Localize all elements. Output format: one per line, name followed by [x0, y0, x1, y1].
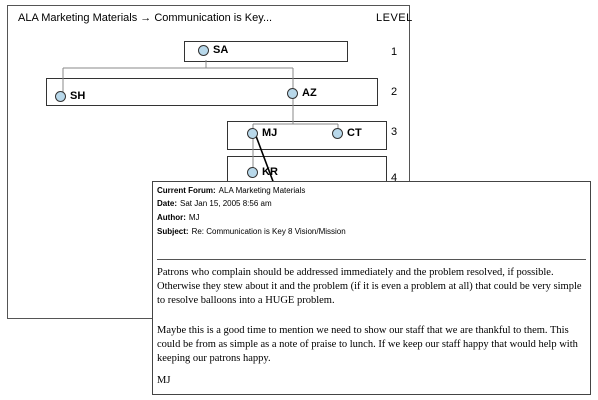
header-divider: [157, 259, 586, 260]
author-value: MJ: [188, 213, 200, 222]
node-sa[interactable]: SA: [198, 44, 228, 56]
node-kr[interactable]: KR: [247, 166, 278, 178]
circle-node-icon: [287, 87, 298, 99]
level-header: LEVEL: [376, 12, 413, 24]
circle-node-icon: [198, 44, 209, 56]
post-paragraph-2: Maybe this is a good time to mention we …: [157, 325, 578, 364]
date-value: Sat Jan 15, 2005 8:56 am: [180, 199, 272, 208]
node-kr-label: KR: [262, 166, 278, 178]
node-mj-label: MJ: [262, 127, 278, 139]
level-number-1: 1: [391, 46, 398, 58]
level-1-box: [184, 41, 348, 62]
node-az[interactable]: AZ: [287, 87, 317, 99]
circle-node-icon: [55, 90, 66, 102]
level-number-2: 2: [391, 86, 398, 98]
level-number-4: 4: [391, 172, 398, 184]
subject-value: Re: Communication is Key 8 Vision/Missio…: [191, 227, 346, 236]
post-author: Author:MJ: [157, 213, 200, 222]
level-2-box: [46, 78, 378, 106]
tree-title: ALA Marketing Materials → Communication …: [18, 12, 273, 24]
post-subject: Subject:Re: Communication is Key 8 Visio…: [157, 227, 346, 236]
post-paragraph-1: Patrons who complain should be addressed…: [157, 267, 582, 306]
node-sh[interactable]: SH: [55, 90, 85, 102]
node-mj[interactable]: MJ: [247, 127, 277, 139]
post-detail-panel: Current Forum:ALA Marketing Materials Da…: [152, 181, 591, 395]
forum-value: ALA Marketing Materials: [218, 186, 306, 195]
node-ct[interactable]: CT: [332, 127, 362, 139]
circle-node-icon: [247, 166, 258, 178]
subject-label: Subject:: [157, 227, 189, 236]
node-sh-label: SH: [70, 90, 86, 102]
post-date: Date:Sat Jan 15, 2005 8:56 am: [157, 199, 272, 208]
author-label: Author:: [157, 213, 186, 222]
post-signature: MJ: [157, 375, 171, 386]
circle-node-icon: [332, 127, 343, 139]
node-az-label: AZ: [302, 87, 317, 99]
post-forum: Current Forum:ALA Marketing Materials: [157, 186, 305, 195]
node-ct-label: CT: [347, 127, 362, 139]
node-sa-label: SA: [213, 44, 229, 56]
level-number-3: 3: [391, 126, 398, 138]
thread-tree-panel: ALA Marketing Materials → Communication …: [7, 5, 413, 319]
date-label: Date:: [157, 199, 178, 208]
circle-node-icon: [247, 127, 258, 139]
forum-label: Current Forum:: [157, 186, 216, 195]
